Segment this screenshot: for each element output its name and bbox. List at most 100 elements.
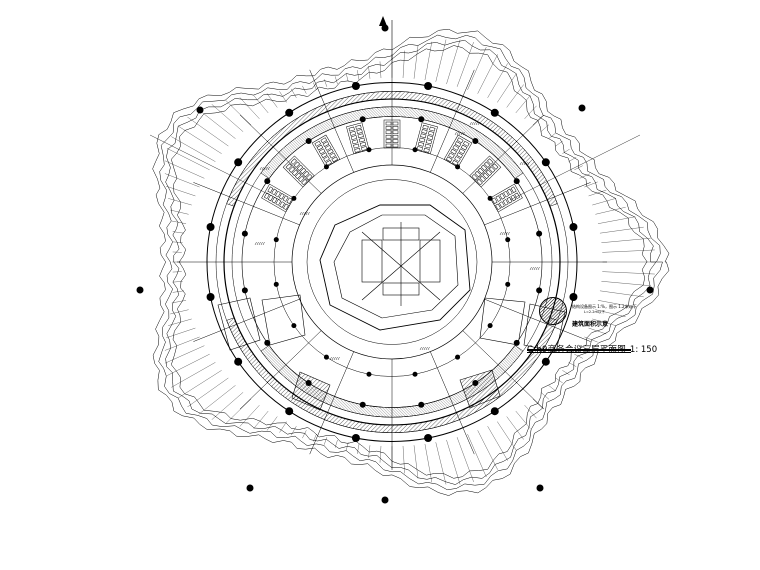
petal-outline: [171, 45, 648, 479]
petal-rib: [548, 385, 556, 392]
seat: [361, 146, 368, 151]
seat: [499, 201, 505, 208]
petal-outline: [165, 39, 657, 485]
seat: [286, 197, 293, 204]
petal-rib: [335, 76, 338, 85]
column-dot: [490, 108, 499, 117]
seat: [323, 156, 330, 162]
tick-mark: [527, 161, 530, 166]
petal-rib: [487, 63, 508, 98]
title-underline: [527, 349, 631, 351]
seat: [417, 141, 425, 147]
radial-line: [430, 351, 475, 455]
seat: [279, 201, 285, 208]
tick-mark: [329, 356, 332, 361]
petal-rib: [198, 109, 236, 139]
petal-rib: [584, 336, 598, 343]
seat: [458, 148, 466, 155]
tick-mark: [259, 166, 262, 171]
petal-rib: [225, 398, 252, 424]
petal-rib: [368, 66, 371, 79]
column-dot: [206, 222, 215, 231]
petal-rib: [164, 160, 205, 179]
column-dot: [418, 116, 425, 123]
seat: [499, 193, 506, 200]
petal-rib: [166, 186, 196, 197]
petal-rib: [324, 437, 328, 445]
seat: [480, 164, 488, 172]
petal-outline: [152, 28, 670, 496]
column-dot: [569, 293, 578, 302]
petal-rib: [435, 39, 447, 82]
seat: [385, 121, 392, 126]
petal-rib: [592, 198, 616, 206]
seat: [385, 139, 392, 143]
petal-rib: [291, 426, 297, 436]
petal-rib: [413, 45, 419, 79]
petal-rib: [171, 136, 216, 162]
triangle-marker-icon: [379, 16, 387, 26]
tick-mark: [475, 121, 478, 126]
seat: [283, 203, 289, 211]
petal-rib: [253, 95, 269, 114]
seat: [510, 186, 517, 193]
petal-rib: [562, 148, 570, 154]
seat: [299, 167, 307, 175]
radial-line: [193, 298, 300, 342]
seat: [291, 169, 299, 176]
tick-mark: [331, 356, 334, 361]
petal-rib: [588, 327, 607, 335]
column-dot: [536, 230, 543, 237]
petal-rib: [599, 226, 644, 234]
seating-frame: [414, 122, 438, 155]
petal-rib: [595, 207, 626, 215]
petal-rib: [168, 198, 192, 206]
column-dot: [366, 371, 372, 377]
petal-rib: [313, 82, 317, 91]
seat: [423, 147, 430, 153]
column-dot: [505, 281, 511, 287]
hatched-band: [260, 345, 524, 418]
column-dot: [359, 401, 366, 408]
seat: [429, 126, 436, 132]
seat: [349, 130, 356, 136]
petal-rib: [477, 54, 498, 94]
column-dot: [264, 178, 271, 185]
meeting-room-seating: [261, 119, 523, 213]
petal-rib: [555, 140, 563, 147]
hatched-band: [260, 106, 524, 179]
seating-frame: [282, 155, 315, 188]
hatched-circle-icon: [539, 297, 567, 325]
column-dot: [206, 293, 215, 302]
seat: [482, 172, 490, 180]
legend-note: 结构设备图示 1:%，图示 1.2米以下: [572, 304, 637, 309]
seating-block: [489, 183, 523, 213]
petal-rib: [172, 290, 185, 293]
petal-rib: [211, 104, 244, 132]
seat: [421, 129, 428, 134]
seat: [316, 144, 324, 151]
tick-mark: [258, 241, 261, 246]
petal-rib: [164, 173, 200, 188]
seat: [385, 126, 392, 130]
petal-rib: [602, 249, 655, 253]
stair-cores: [217, 294, 566, 411]
column-dot: [246, 484, 254, 492]
seat: [263, 192, 270, 200]
petal-rib: [279, 91, 287, 103]
radial-line: [430, 69, 475, 173]
column-dot: [351, 434, 360, 443]
tick-mark: [471, 121, 474, 126]
tick-mark: [458, 131, 461, 136]
seat: [293, 161, 301, 168]
tick-mark: [503, 231, 506, 236]
petal-rib: [253, 410, 269, 429]
tick-mark: [423, 346, 426, 351]
petal-rib: [302, 85, 307, 94]
tick-mark: [537, 266, 540, 271]
tick-mark: [267, 166, 270, 171]
column-dot: [646, 286, 654, 294]
tick-mark: [531, 266, 534, 271]
seat: [506, 188, 513, 196]
petal-rib: [187, 116, 229, 147]
